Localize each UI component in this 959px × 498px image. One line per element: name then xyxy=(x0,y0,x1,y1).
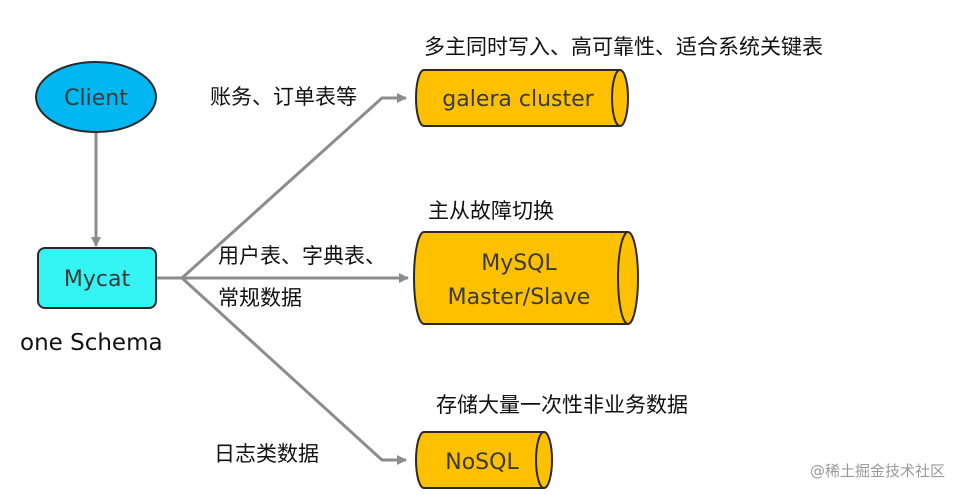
mysql-edge-label-line2: 常规数据 xyxy=(218,286,302,310)
nosql-node: NoSQL xyxy=(415,431,553,489)
mycat-node: Mycat xyxy=(37,247,157,309)
nosql-annotation: 存储大量一次性非业务数据 xyxy=(436,393,688,417)
schema-label: one Schema xyxy=(20,330,163,356)
galera-annotation: 多主同时写入、高可靠性、适合系统关键表 xyxy=(424,35,823,59)
nosql-label: NoSQL xyxy=(445,450,519,475)
mysql-annotation: 主从故障切换 xyxy=(428,199,554,223)
galera-edge-label: 账务、订单表等 xyxy=(210,85,357,109)
client-node: Client xyxy=(35,61,157,133)
nosql-edge-label: 日志类数据 xyxy=(214,442,319,466)
mysql-node: MySQL Master/Slave xyxy=(413,231,639,325)
galera-cluster-label: galera cluster xyxy=(442,87,594,112)
galera-cluster-node: galera cluster xyxy=(415,69,629,127)
mycat-to-nosql-arrow xyxy=(180,276,407,465)
mycat-label: Mycat xyxy=(64,267,131,292)
mysql-label-line1: MySQL xyxy=(481,251,557,276)
watermark: @稀土掘金技术社区 xyxy=(810,462,945,480)
client-label: Client xyxy=(64,86,128,111)
mysql-label-line2: Master/Slave xyxy=(448,285,591,310)
mysql-edge-label-line1: 用户表、字典表、 xyxy=(218,244,386,268)
